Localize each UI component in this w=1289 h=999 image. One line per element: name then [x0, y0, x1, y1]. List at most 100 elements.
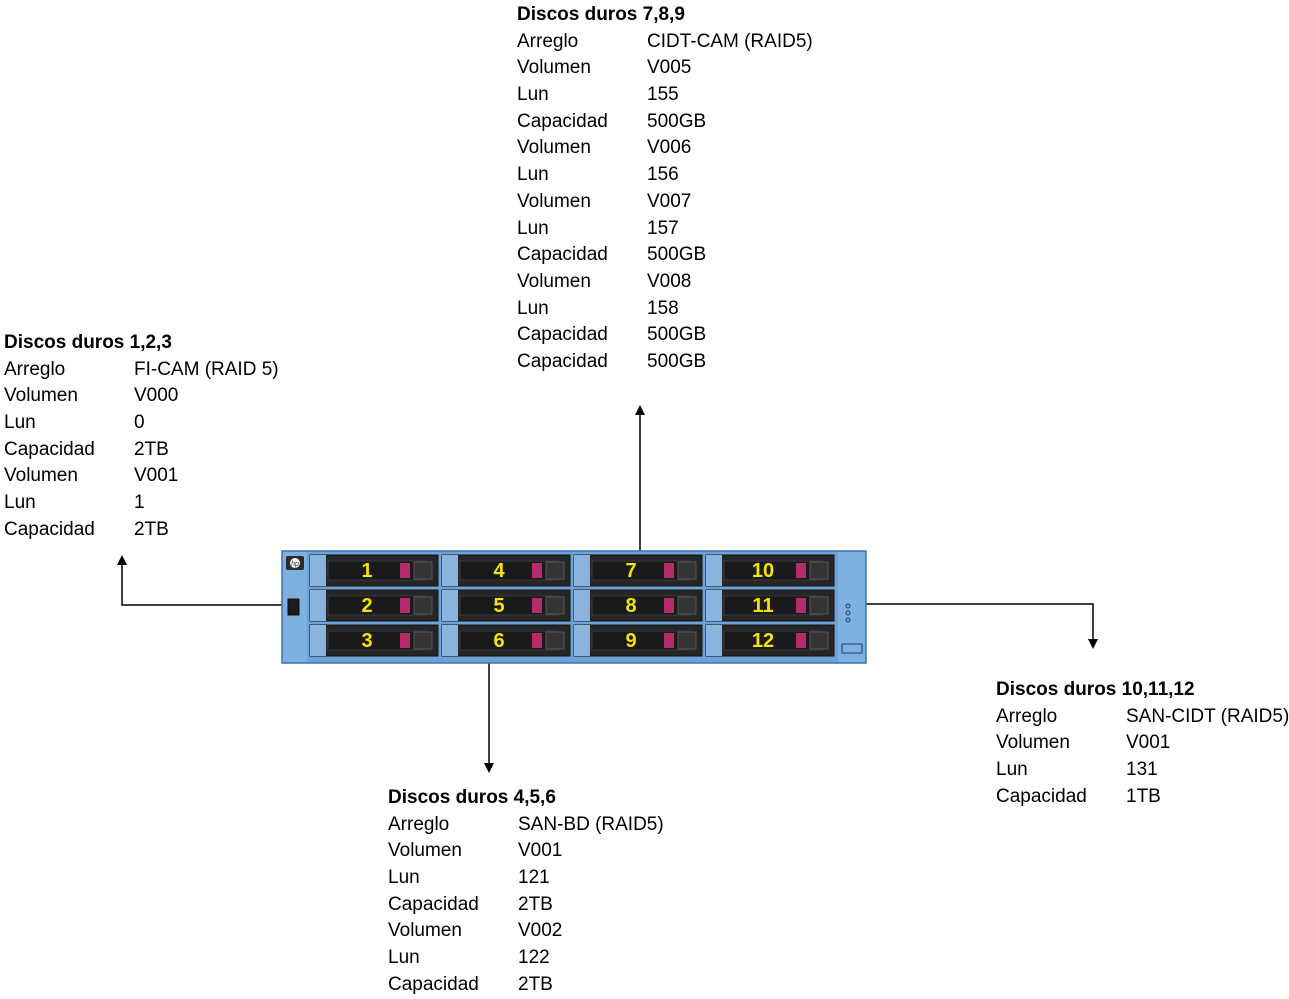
drive-bay-12[interactable]: 12 [705, 624, 835, 657]
property-label: Arreglo [4, 358, 66, 380]
property-row: Arreglo CIDT-CAM (RAID5) [517, 29, 813, 56]
property-value: V001 [134, 465, 179, 487]
property-label: Lun [517, 297, 549, 319]
property-label: Volumen [4, 385, 78, 407]
property-label: Capacidad [517, 324, 608, 346]
drive-bay-3[interactable]: 3 [309, 624, 439, 657]
property-row: Capacidad 500GB [517, 322, 813, 349]
group-title: Discos duros 1,2,3 [4, 332, 172, 353]
property-row: Capacidad 500GB [517, 349, 813, 376]
property-label: Volumen [4, 465, 78, 487]
property-value: V007 [647, 190, 692, 212]
property-value: SAN-CIDT (RAID5) [1126, 705, 1289, 727]
property-value: V008 [647, 270, 692, 292]
property-value: 122 [518, 947, 550, 969]
property-row: Capacidad 2TB [4, 437, 279, 464]
drive-bay-number: 8 [625, 595, 636, 617]
connector-arrow-123 [117, 555, 290, 606]
drive-bay-number: 6 [493, 630, 504, 652]
property-row: Arreglo SAN-CIDT (RAID5) [996, 704, 1289, 731]
property-value: 2TB [134, 518, 169, 540]
drive-bay-number: 10 [752, 560, 774, 582]
property-label: Capacidad [517, 350, 608, 372]
status-leds-icon [841, 603, 863, 654]
drive-bay-10[interactable]: 10 [705, 554, 835, 587]
drive-bays: 1 4 7 10 2 5 8 11 3 6 9 12 [309, 554, 835, 657]
drive-bay-9[interactable]: 9 [573, 624, 703, 657]
property-label: Lun [388, 867, 420, 889]
property-value: 500GB [647, 350, 707, 372]
property-label: Arreglo [517, 30, 579, 52]
group-title: Discos duros 4,5,6 [388, 787, 556, 808]
drive-bay-number: 1 [361, 560, 372, 582]
drive-bay-number: 7 [625, 560, 636, 582]
group-title: Discos duros 7,8,9 [517, 4, 685, 25]
property-value: 155 [647, 84, 679, 106]
property-row: Lun 155 [517, 82, 813, 109]
property-value: 500GB [647, 324, 707, 346]
property-label: Capacidad [388, 973, 479, 995]
drive-bay-8[interactable]: 8 [573, 589, 703, 622]
property-value: 500GB [647, 244, 707, 266]
drive-bay-number: 3 [361, 630, 372, 652]
property-label: Capacidad [517, 110, 608, 132]
drive-bay-7[interactable]: 7 [573, 554, 703, 587]
property-label: Lun [996, 759, 1028, 781]
drive-bay-number: 2 [361, 595, 372, 617]
drive-bay-6[interactable]: 6 [441, 624, 571, 657]
drive-bay-5[interactable]: 5 [441, 589, 571, 622]
property-value: CIDT-CAM (RAID5) [647, 30, 813, 52]
property-label: Volumen [517, 190, 591, 212]
property-label: Arreglo [996, 705, 1058, 727]
property-label: Lun [4, 492, 36, 514]
property-value: V001 [1126, 732, 1171, 754]
property-value: 156 [647, 164, 679, 186]
drive-bay-number: 5 [493, 595, 504, 617]
property-row: Lun 157 [517, 216, 813, 243]
property-value: 2TB [134, 438, 169, 460]
drive-bay-11[interactable]: 11 [705, 589, 835, 622]
group-title: Discos duros 10,11,12 [996, 679, 1195, 700]
power-button-icon[interactable] [287, 598, 300, 616]
drive-bay-4[interactable]: 4 [441, 554, 571, 587]
property-row: Lun 121 [388, 865, 664, 892]
drive-bay-number: 11 [752, 595, 773, 617]
property-label: Capacidad [4, 438, 95, 460]
property-row: Volumen V007 [517, 189, 813, 216]
property-label: Lun [517, 164, 549, 186]
property-value: 157 [647, 217, 679, 239]
drive-bay-1[interactable]: 1 [309, 554, 439, 587]
property-row: Lun 156 [517, 162, 813, 189]
drive-bay-number: 9 [625, 630, 636, 652]
svg-text:hp: hp [291, 561, 299, 568]
property-label: Lun [4, 412, 36, 434]
drive-bay-number: 12 [752, 630, 774, 652]
hp-logo-icon: hp [286, 556, 304, 570]
property-label: Lun [388, 947, 420, 969]
property-label: Capacidad [4, 518, 95, 540]
property-label: Capacidad [996, 785, 1087, 807]
property-row: Capacidad 2TB [4, 517, 279, 544]
property-value: SAN-BD (RAID5) [518, 813, 664, 835]
property-value: 121 [518, 867, 550, 889]
property-label: Volumen [517, 270, 591, 292]
drive-bay-2[interactable]: 2 [309, 589, 439, 622]
drive-bay-number: 4 [493, 560, 505, 582]
property-label: Lun [517, 217, 549, 239]
property-value: V001 [518, 840, 563, 862]
property-label: Lun [517, 84, 549, 106]
